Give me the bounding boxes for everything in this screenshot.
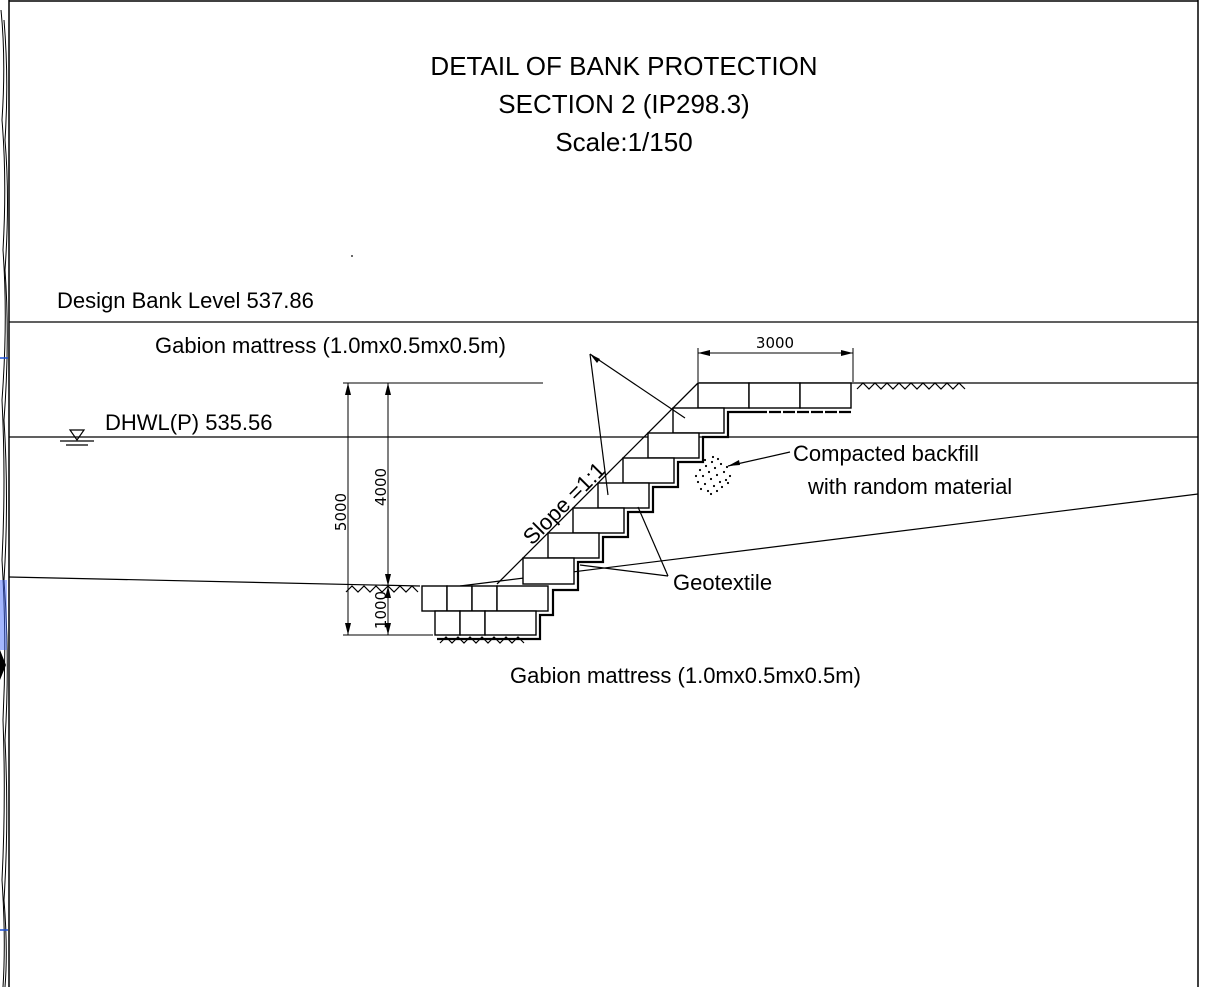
total-height-dimension-label: 5000 bbox=[332, 493, 350, 531]
left-edge-contours bbox=[0, 9, 8, 987]
gabion-box bbox=[622, 457, 675, 484]
dhwl-label: DHWL(P) 535.56 bbox=[105, 410, 273, 435]
geotextile-leader-2 bbox=[579, 564, 669, 577]
ground-line-left bbox=[8, 576, 421, 587]
geotextile-leader-1 bbox=[637, 506, 669, 577]
water-level-icon bbox=[60, 429, 94, 446]
backfill-leader-arrow bbox=[728, 460, 740, 466]
gabion-box bbox=[572, 507, 625, 534]
gabion-bottom-label: Gabion mattress (1.0mx0.5mx0.5m) bbox=[510, 663, 861, 688]
gabion-box bbox=[496, 585, 549, 612]
gabion-box bbox=[434, 610, 461, 636]
crest-width-dimension-label: 3000 bbox=[756, 334, 794, 352]
dimension-heights bbox=[343, 382, 543, 636]
title-line-2: SECTION 2 (IP298.3) bbox=[498, 89, 749, 119]
ground-line-right bbox=[459, 493, 1199, 587]
blue-hatch-fragment bbox=[0, 580, 7, 650]
gabion-box bbox=[697, 382, 750, 409]
design-bank-level-label: Design Bank Level 537.86 bbox=[57, 288, 314, 313]
gabion-box bbox=[799, 382, 852, 409]
geotextile-label: Geotextile bbox=[673, 570, 772, 595]
gabion-box bbox=[484, 610, 537, 636]
gabion-box bbox=[471, 585, 498, 612]
gabion-box bbox=[446, 585, 473, 612]
gabion-box bbox=[647, 432, 700, 459]
backfill-label-line-2: with random material bbox=[807, 474, 1012, 499]
gabion-box bbox=[748, 382, 801, 409]
gabion-box bbox=[421, 585, 448, 612]
gabion-box bbox=[522, 557, 575, 585]
wall-height-dimension-label: 4000 bbox=[372, 468, 390, 506]
ground-hatch bbox=[345, 382, 966, 644]
dimension-crest-width bbox=[697, 348, 854, 382]
backfill-label-line-1: Compacted backfill bbox=[793, 441, 979, 466]
gabion-wall bbox=[421, 382, 852, 636]
gabion-box bbox=[672, 407, 725, 434]
title-scale: Scale:1/150 bbox=[555, 127, 692, 157]
gabion-box bbox=[459, 610, 486, 636]
dark-fragment bbox=[0, 650, 6, 680]
foundation-depth-dimension-label: 1000 bbox=[372, 591, 390, 629]
title-line-1: DETAIL OF BANK PROTECTION bbox=[430, 51, 817, 81]
compacted-backfill-hatch bbox=[694, 455, 732, 496]
stray-dot bbox=[351, 255, 353, 257]
gabion-top-label: Gabion mattress (1.0mx0.5mx0.5m) bbox=[155, 333, 506, 358]
gabion-box bbox=[597, 482, 650, 509]
geotextile-line bbox=[437, 410, 853, 641]
gabion-top-leaders bbox=[589, 353, 686, 496]
gabion-box bbox=[547, 532, 600, 559]
